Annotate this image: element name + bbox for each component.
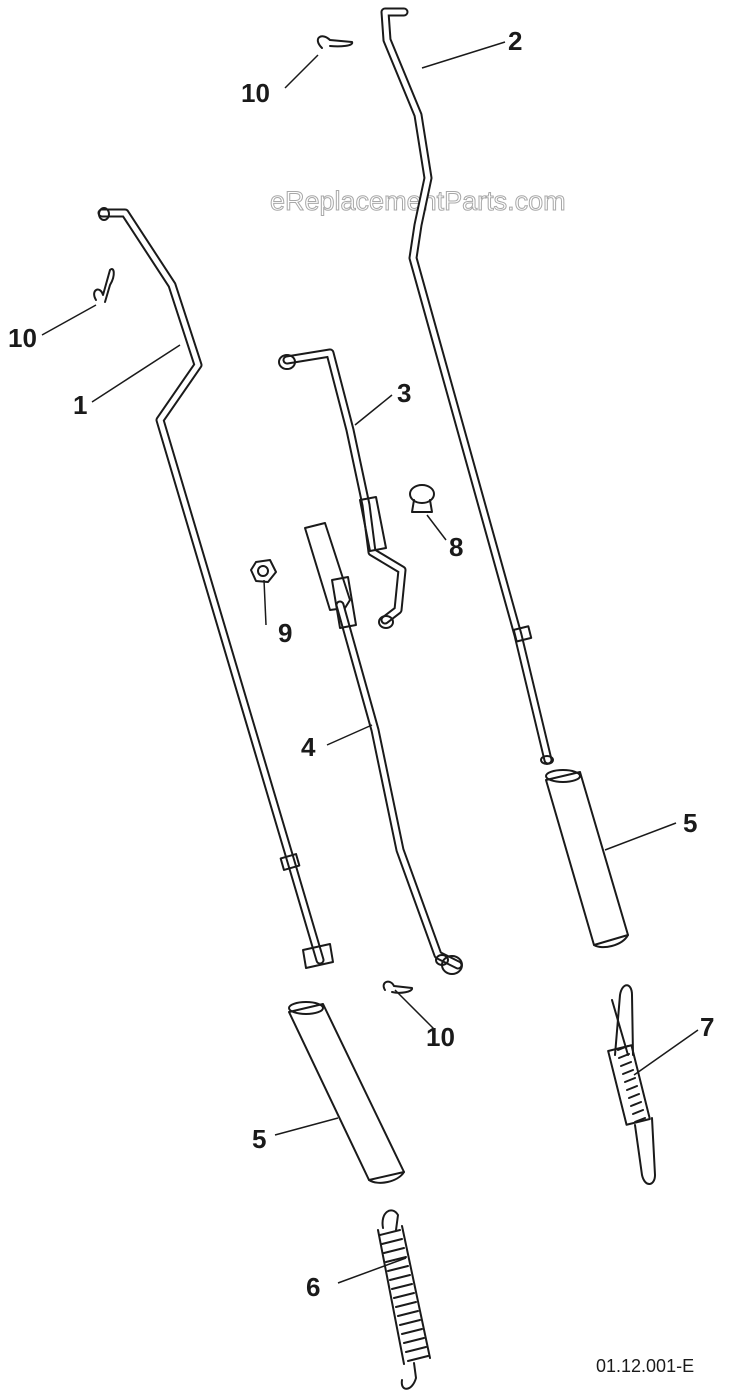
rod-part-3 [278, 348, 407, 629]
callout-part-5-lower: 5 [252, 1124, 266, 1154]
callout-part-1: 1 [73, 390, 87, 420]
callout-part-4: 4 [301, 732, 316, 762]
pin-part-8 [409, 484, 435, 513]
callout-part-6: 6 [306, 1272, 320, 1302]
callout-part-10-top: 10 [241, 78, 270, 108]
callout-part-8: 8 [449, 532, 463, 562]
grip-part-5-upper [545, 769, 629, 949]
callout-part-2: 2 [508, 26, 522, 56]
callout-part-5-upper: 5 [683, 808, 697, 838]
rod-part-4 [304, 522, 463, 975]
grip-part-5-lower [288, 1001, 405, 1184]
clip-part-10-bottom [382, 980, 413, 994]
leader-lines [41, 41, 699, 1284]
nut-part-9 [250, 559, 277, 583]
clip-part-10-top [316, 35, 354, 49]
rod-part-1 [97, 207, 334, 969]
callout-part-10-left: 10 [8, 323, 37, 353]
clip-part-10-left [93, 268, 115, 303]
watermark: eReplacementParts.com [270, 186, 566, 216]
spring-part-7 [607, 984, 656, 1185]
spring-part-6 [377, 1209, 431, 1390]
diagram-code: 01.12.001-E [596, 1356, 694, 1376]
callout-part-3: 3 [397, 378, 411, 408]
callout-part-10-bottom: 10 [426, 1022, 455, 1052]
callout-part-7: 7 [700, 1012, 714, 1042]
rod-part-2 [380, 7, 554, 765]
callout-part-9: 9 [278, 618, 292, 648]
